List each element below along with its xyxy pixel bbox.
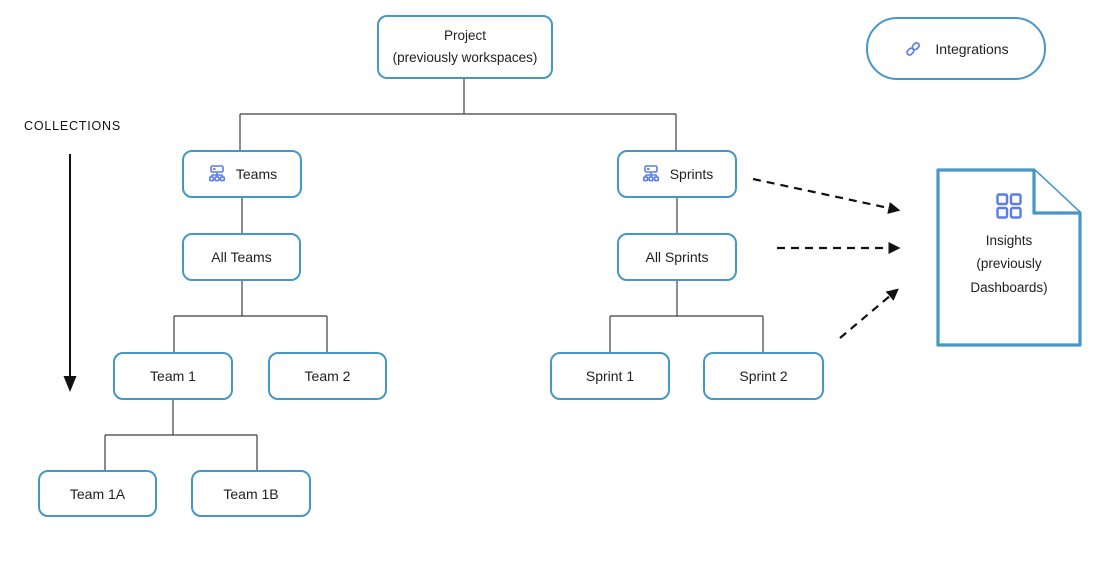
team-1-label: Team 1 [150, 368, 196, 384]
org-chart-icon [207, 164, 227, 184]
team-1b-label: Team 1B [223, 485, 279, 502]
grid-icon [995, 192, 1023, 220]
node-sprint-2: Sprint 2 [703, 352, 824, 400]
node-team-2: Team 2 [268, 352, 387, 400]
sprints-label: Sprints [669, 166, 714, 182]
tree-connectors [104, 79, 764, 470]
insights-label-line2: (previously [976, 256, 1042, 272]
project-label-line1: Project [443, 27, 487, 43]
collections-label: COLLECTIONS [24, 119, 122, 133]
link-icon [903, 39, 923, 59]
node-team-1a: Team 1A [38, 470, 157, 517]
arrow-sprints-to-insights [752, 177, 901, 214]
node-project: Project (previously workspaces) [377, 15, 553, 79]
arrow-sprint-to-insights [839, 288, 899, 339]
org-chart-icon [641, 164, 661, 184]
project-label-line2: (previously workspaces) [392, 50, 538, 65]
integrations-label: Integrations [935, 40, 1009, 57]
insights-document-shape [936, 168, 1082, 347]
all-teams-label: All Teams [211, 249, 272, 265]
node-team-1: Team 1 [113, 352, 233, 400]
node-integrations: Integrations [866, 17, 1046, 80]
node-all-sprints: All Sprints [617, 233, 737, 281]
sprint-2-label: Sprint 2 [739, 368, 788, 384]
team-1a-label: Team 1A [69, 485, 126, 502]
collections-arrow [63, 154, 77, 392]
insights-label-line3: Dashboards) [970, 279, 1048, 295]
team-2-label: Team 2 [304, 368, 351, 384]
insights-label-line1: Insights [985, 233, 1033, 248]
node-teams: Teams [182, 150, 302, 198]
sprint-1-label: Sprint 1 [585, 368, 635, 384]
node-all-teams: All Teams [182, 233, 301, 281]
dashed-arrows [752, 177, 901, 339]
all-sprints-label: All Sprints [645, 249, 709, 265]
node-sprints: Sprints [617, 150, 737, 198]
teams-label: Teams [235, 166, 278, 182]
node-team-1b: Team 1B [191, 470, 311, 517]
node-sprint-1: Sprint 1 [550, 352, 670, 400]
node-insights: Insights (previously Dashboards) [944, 192, 1074, 298]
